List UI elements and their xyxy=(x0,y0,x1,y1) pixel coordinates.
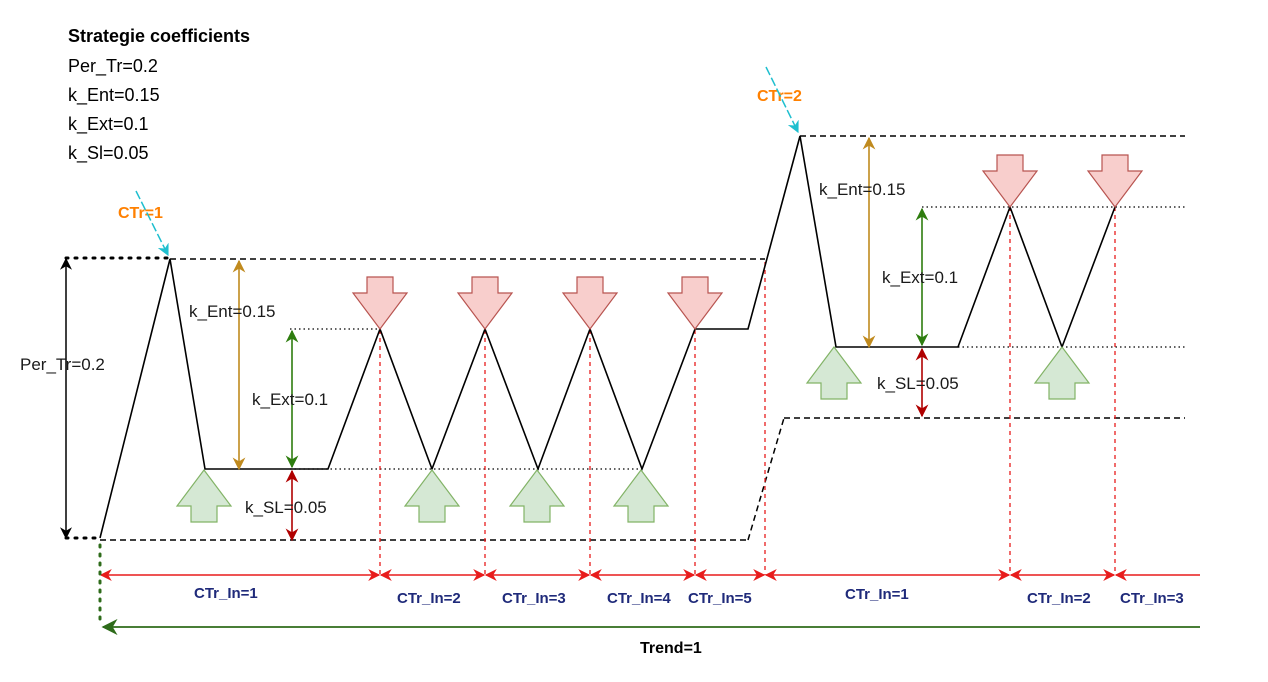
ctr-in-label: CTr_In=3 xyxy=(1120,590,1184,607)
ctr-2-pointer xyxy=(765,66,799,134)
ctr-in-label: CTr_In=2 xyxy=(1027,590,1091,607)
coefficients-heading: Strategie coefficients xyxy=(68,26,250,46)
down-arrow-icon xyxy=(456,276,514,330)
ctr-in-label: CTr_In=4 xyxy=(607,590,671,607)
up-arrow-icon xyxy=(508,469,566,523)
k-ext-label-left: k_Ext=0.1 xyxy=(252,390,328,409)
up-arrow-icon xyxy=(1033,346,1091,400)
up-arrow-icon xyxy=(612,469,670,523)
coefficient-k-ent: k_Ent=0.15 xyxy=(68,85,160,106)
down-arrow-icon xyxy=(666,276,724,330)
k-sl-label-left: k_SL=0.05 xyxy=(245,498,327,517)
up-arrow-icon xyxy=(805,346,863,400)
ctr-1-label: CTr=1 xyxy=(118,205,163,222)
ctr-markers: CTr=1 CTr=2 xyxy=(118,66,802,257)
down-arrow-icon xyxy=(561,276,619,330)
ctr-in-labels: CTr_In=1 CTr_In=2 CTr_In=3 CTr_In=4 CTr_… xyxy=(194,585,1184,607)
per-tr-label: Per_Tr=0.2 xyxy=(20,355,105,374)
ctr-2-label: CTr=2 xyxy=(757,88,802,105)
coefficient-k-ext: k_Ext=0.1 xyxy=(68,114,149,135)
right-measures: k_Ent=0.15 k_Ext=0.1 k_SL=0.05 xyxy=(819,136,959,418)
price-path xyxy=(99,135,1116,539)
coefficient-per-tr: Per_Tr=0.2 xyxy=(68,56,158,77)
left-measures: k_Ent=0.15 k_Ext=0.1 k_SL=0.05 xyxy=(189,259,328,542)
coefficients-block: Strategie coefficients Per_Tr=0.2 k_Ent=… xyxy=(68,26,250,164)
sell-signals xyxy=(351,154,1144,330)
ctr-in-label: CTr_In=1 xyxy=(845,586,909,603)
ctr-in-markers xyxy=(379,207,1116,575)
coefficient-k-sl: k_Sl=0.05 xyxy=(68,143,149,164)
ctr-in-label: CTr_In=1 xyxy=(194,585,258,602)
up-arrow-icon xyxy=(403,469,461,523)
trend-label: Trend=1 xyxy=(640,640,702,657)
down-arrow-icon xyxy=(981,154,1039,208)
k-ent-label-left: k_Ent=0.15 xyxy=(189,302,276,321)
buy-signals xyxy=(175,346,1091,523)
trend-low-line-slope xyxy=(747,417,785,541)
k-sl-label-right: k_SL=0.05 xyxy=(877,374,959,393)
k-ent-label-right: k_Ent=0.15 xyxy=(819,180,906,199)
ctr-in-label: CTr_In=2 xyxy=(397,590,461,607)
ctr-1-pointer xyxy=(135,190,169,257)
up-arrow-icon xyxy=(175,469,233,523)
k-ext-label-right: k_Ext=0.1 xyxy=(882,268,958,287)
trend-indicator: Trend=1 xyxy=(98,543,1200,657)
down-arrow-icon xyxy=(1086,154,1144,208)
down-arrow-icon xyxy=(351,276,409,330)
ctr-in-label: CTr_In=3 xyxy=(502,590,566,607)
reference-lines xyxy=(64,135,1185,541)
ctr-in-label: CTr_In=5 xyxy=(688,590,752,607)
per-tr-measure: Per_Tr=0.2 xyxy=(20,257,105,540)
